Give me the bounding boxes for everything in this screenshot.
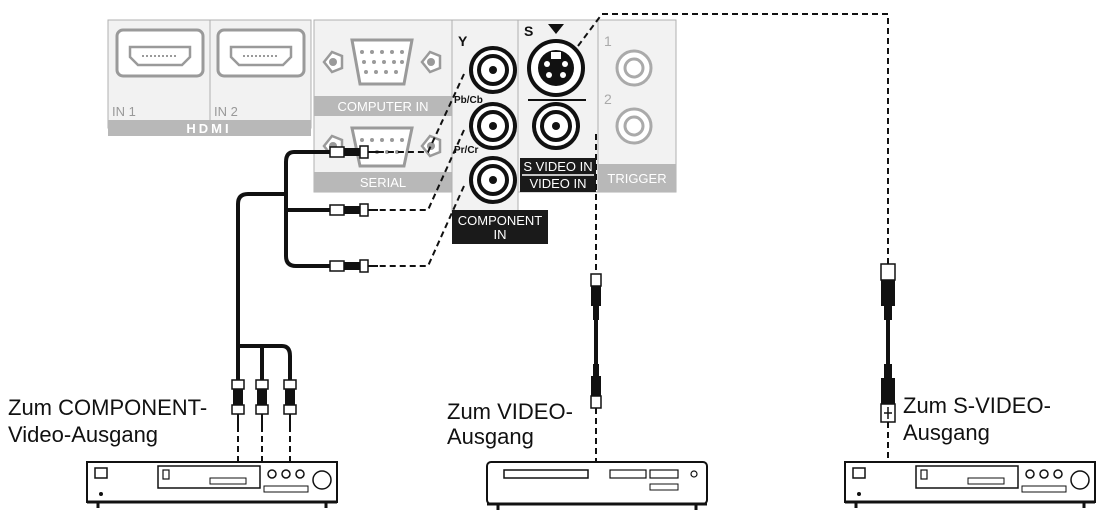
s-video-jack[interactable] — [527, 39, 585, 97]
hdmi-port-1[interactable] — [115, 28, 205, 78]
computer-in-port[interactable] — [322, 38, 442, 86]
component-pr-label: Pr/Cr — [454, 145, 479, 156]
device-s-video-source — [844, 461, 1096, 508]
component-pr-jack[interactable] — [469, 156, 517, 204]
hdmi-in2-label: IN 2 — [214, 104, 238, 119]
trigger-block — [597, 19, 677, 193]
trigger-1-label: 1 — [604, 33, 612, 49]
video-in-label: VIDEO IN — [529, 176, 586, 191]
component-pb-jack[interactable] — [469, 102, 517, 150]
video-jack[interactable] — [532, 102, 580, 150]
component-output-label-1: Zum COMPONENT- — [8, 395, 208, 420]
hdmi-in1-label: IN 1 — [112, 104, 136, 119]
video-output-label-1: Zum VIDEO- — [447, 399, 573, 424]
trigger-jack-1[interactable] — [615, 49, 653, 87]
device-component-source — [86, 461, 338, 508]
computer-in-band — [314, 96, 452, 116]
hdmi-logo: HDMI — [186, 121, 231, 136]
s-video-output-label-2: Ausgang — [903, 420, 990, 445]
trigger-jack-2[interactable] — [615, 107, 653, 145]
s-video-mark: S — [524, 23, 533, 39]
trigger-label: TRIGGER — [607, 171, 666, 186]
hdmi-band — [108, 120, 311, 136]
video-output-label-2: Ausgang — [447, 424, 534, 449]
hdmi-port-2[interactable] — [216, 28, 306, 78]
component-output-label-2: Video-Ausgang — [8, 422, 159, 447]
component-in-band — [452, 210, 548, 244]
component-in-label-2: IN — [494, 227, 507, 242]
s-video-in-label: S VIDEO IN — [523, 159, 592, 174]
component-cable — [231, 73, 465, 462]
s-video-cable — [577, 13, 896, 462]
s-video-output-label-1: Zum S-VIDEO- — [903, 393, 1051, 418]
video-cable — [590, 134, 602, 462]
component-y-label: Y — [458, 33, 468, 49]
component-y-jack[interactable] — [469, 46, 517, 94]
device-video-source — [486, 461, 708, 510]
component-pb-label: Pb/Cb — [454, 95, 483, 106]
computer-in-label: COMPUTER IN — [338, 99, 429, 114]
serial-band — [314, 172, 452, 192]
serial-label: SERIAL — [360, 175, 406, 190]
component-in-label-1: COMPONENT — [458, 213, 543, 228]
trigger-band — [598, 164, 676, 192]
trigger-2-label: 2 — [604, 91, 612, 107]
projector-rear-panel: IN 1 IN 2 HDMI COMPUTER IN — [107, 19, 677, 244]
s-video-arrow-icon — [548, 24, 564, 34]
